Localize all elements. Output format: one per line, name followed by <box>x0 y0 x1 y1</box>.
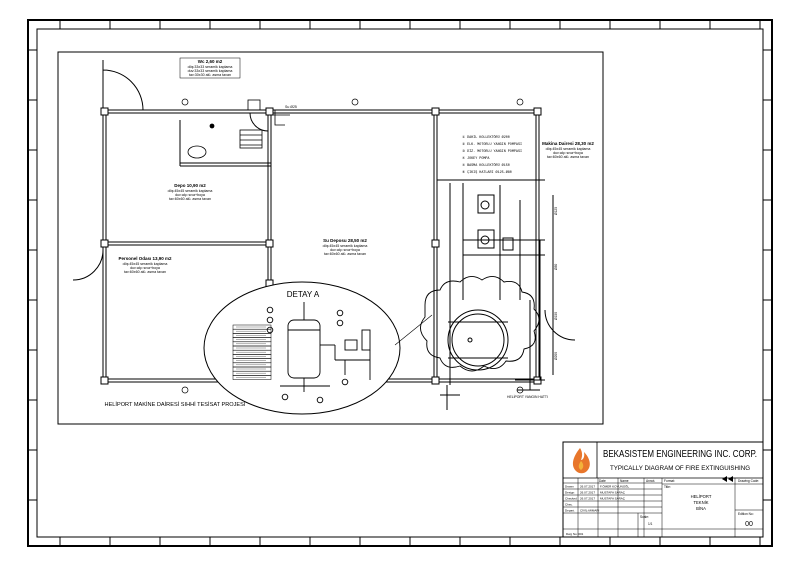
detail-a-bubble: DETAY A <box>203 281 433 415</box>
column <box>533 107 542 116</box>
title-line: BİNA <box>696 506 706 511</box>
axis-marker <box>516 98 524 106</box>
tb-row-label: Chec. <box>565 503 573 507</box>
pipe-label: Ø200 <box>554 352 558 360</box>
tb-row-label: Depart. <box>565 509 575 513</box>
tb-row-date: CİVİL-MIMARI <box>580 508 600 513</box>
tb-row-name: MUSTAFA SARAÇ <box>600 497 626 501</box>
room-label-wc: Wc 2,60 m2 döş:33x33 seramik kaplama duv… <box>179 57 241 79</box>
tb-row-name: F.ÖMER KOYUNOĞL <box>600 484 630 489</box>
svg-text:döş:33x33 seramik kaplama: döş:33x33 seramik kaplama <box>188 65 233 69</box>
axis-marker <box>181 98 189 106</box>
column <box>100 239 109 248</box>
revision-cloud <box>420 276 540 372</box>
axis-marker <box>351 98 359 106</box>
water-tank <box>447 309 509 371</box>
pump-room-piping <box>437 179 554 410</box>
room-label-personel: Personel Odası 13,90 m2 döş:45x45 serami… <box>118 256 172 274</box>
svg-text:döş:45x45 seramik kaplama: döş:45x45 seramik kaplama <box>168 189 213 193</box>
wc-fixtures <box>187 99 290 159</box>
outlet-label: HELİPORT YANGIN HATTI <box>507 394 548 399</box>
pipe-labels: Ø125 Ø80 Ø150 Ø200 HELİPORT YANGIN HATTI <box>507 207 558 399</box>
tb-row-label: Checked <box>565 497 577 501</box>
tb-row-date: 26.07.2017 <box>580 497 595 501</box>
tb-row-label: Drawn <box>565 485 574 489</box>
su-deposu-name: Su Deposu 28,50 m2 <box>323 238 367 243</box>
svg-text:duv:alçı sıva+boya: duv:alçı sıva+boya <box>130 266 160 270</box>
legend-item: ③ DİZ. MOTORLU YANGIN POMPASI <box>462 149 522 154</box>
legend-item: ④ JOKEY POMPA <box>462 156 490 161</box>
col-header-date: Date <box>599 479 606 483</box>
company-name: BEKASISTEM ENGINEERING INC. CORP. <box>603 448 757 460</box>
room-label-su-deposu: Su Deposu 28,50 m2 döş:45x45 seramik kap… <box>323 238 368 256</box>
pipe-label: Ø125 <box>554 207 558 215</box>
legend-item: ⑤ BASMA KOLLEKTÖRÜ Ø150 <box>462 163 510 168</box>
equipment-legend: ① DAHİL KOLLEKTÖRÜ Ø200 ② ELK. MOTORLU Y… <box>462 135 522 175</box>
title-line: TEKNİK <box>693 500 708 505</box>
projection-symbol <box>722 476 733 482</box>
room-labels: Wc 2,60 m2 döş:33x33 seramik kaplama duv… <box>118 57 594 274</box>
scale-label: Scale: <box>640 515 649 519</box>
column <box>431 376 440 385</box>
svg-text:duv:alçı sıva+boya: duv:alçı sıva+boya <box>330 248 360 252</box>
svg-text:döş:45x45 seramik kaplama: döş:45x45 seramik kaplama <box>546 147 591 151</box>
legend-item: ① DAHİL KOLLEKTÖRÜ Ø200 <box>462 135 510 140</box>
pipe-label: Ø80 <box>554 264 558 270</box>
col-header-name: Name <box>620 479 629 483</box>
sheet-border <box>27 19 773 547</box>
format-label: Format: <box>664 479 675 483</box>
svg-text:tav:60x60 alü. asma tavan: tav:60x60 alü. asma tavan <box>124 270 166 274</box>
svg-text:döş:45x45 seramik kaplama: döş:45x45 seramik kaplama <box>123 262 168 266</box>
edition-value: 00 <box>745 521 753 528</box>
pipe-label: Ø150 <box>554 312 558 320</box>
drawing-caption: HELİPORT MAKİNE DAİRESİ SIHHİ TESİSAT PR… <box>105 401 246 408</box>
svg-text:tav:60x60 alü. asma tavan: tav:60x60 alü. asma tavan <box>547 155 589 159</box>
drawing-code-label: Drawing Code: <box>738 479 759 483</box>
tb-row-label: Design <box>565 491 575 495</box>
title-label: Title: <box>664 485 671 489</box>
col-header-annot: Annot. <box>646 479 655 483</box>
wc-name: Wc 2,60 m2 <box>198 59 223 64</box>
axis-marker <box>181 386 189 394</box>
room-label-makina: Makina Dairesi 28,30 m2 döş:45x45 serami… <box>542 141 594 159</box>
column <box>100 376 109 385</box>
drawing-subtitle: TYPICALLY DIAGRAM OF FIRE EXTINGUISHING <box>610 465 750 472</box>
viewport-frame <box>57 51 604 425</box>
company-logo <box>572 448 590 474</box>
dwg-footer: Dwg No: 001 <box>566 532 584 536</box>
column <box>265 107 274 116</box>
room-label-depo: Depo 10,90 m2 döş:45x45 seramik kaplama … <box>168 183 213 201</box>
svg-text:tav:60x60 alü. asma tavan: tav:60x60 alü. asma tavan <box>169 197 211 201</box>
svg-text:tav:30x30 alü. asma tavan: tav:30x30 alü. asma tavan <box>189 73 231 77</box>
title-line: HELİPORT <box>691 494 712 499</box>
tb-row-name: MUSTAFA SARAÇ <box>600 491 626 495</box>
title-block: BEKASISTEM ENGINEERING INC. CORP. TYPICA… <box>562 441 764 538</box>
svg-text:döş:45x45 seramik kaplama: döş:45x45 seramik kaplama <box>323 244 368 248</box>
top-pipe-label: Su Ø25 <box>285 105 297 109</box>
column <box>431 239 440 248</box>
makina-name: Makina Dairesi 28,30 m2 <box>542 141 594 146</box>
legend-item: ⑥ ÇIKIŞ HATLARI Ø125-Ø80 <box>462 170 512 175</box>
svg-text:duv:33x33 seramik kaplama: duv:33x33 seramik kaplama <box>188 69 233 73</box>
column <box>265 239 274 248</box>
column <box>100 107 109 116</box>
scale-value: 1/1 <box>648 522 653 526</box>
svg-text:duv:alçı sıva+boya: duv:alçı sıva+boya <box>553 151 583 155</box>
svg-text:tav:60x60 alü. asma tavan: tav:60x60 alü. asma tavan <box>324 252 366 256</box>
edition-label: Edition No: <box>738 512 754 516</box>
detail-table-row <box>232 375 272 380</box>
detail-title: DETAY A <box>287 290 320 299</box>
svg-text:duv:alçı sıva+boya: duv:alçı sıva+boya <box>175 193 205 197</box>
depo-name: Depo 10,90 m2 <box>174 183 206 188</box>
column <box>431 107 440 116</box>
personel-name: Personel Odası 13,90 m2 <box>118 256 172 261</box>
tb-row-date: 26.07.2017 <box>580 485 595 489</box>
legend-item: ② ELK. MOTORLU YANGIN POMPASI <box>462 142 522 147</box>
tb-row-date: 26.07.2017 <box>580 491 595 495</box>
detail-component-table <box>232 324 272 380</box>
